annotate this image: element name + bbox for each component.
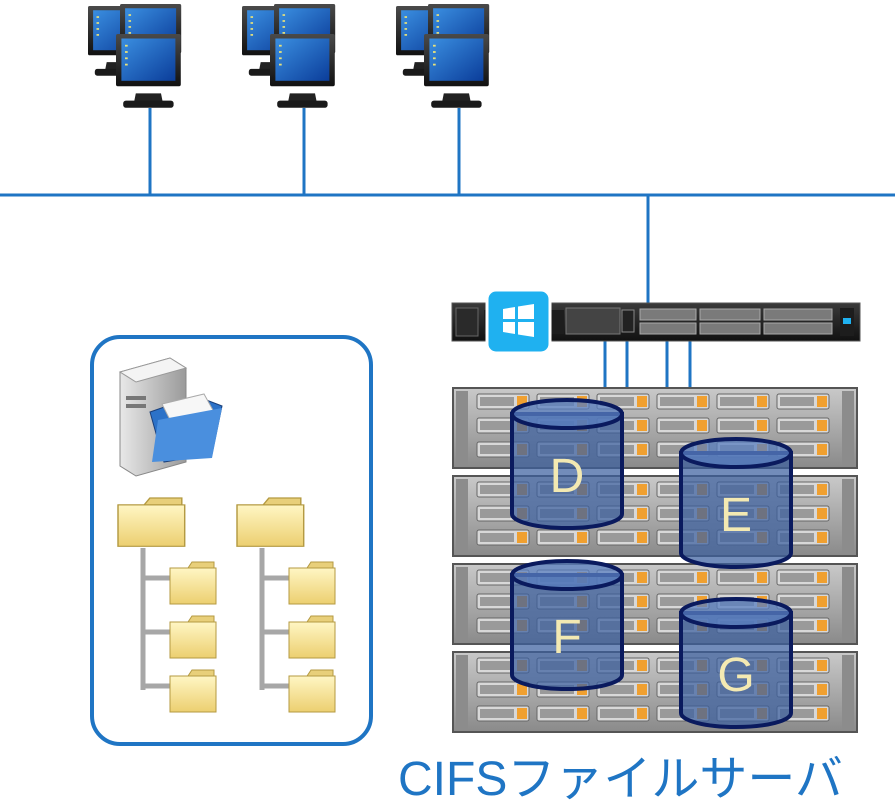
drive-cylinder-icon: F <box>510 559 624 691</box>
desktop-monitor-icon <box>424 34 489 108</box>
folder-icon <box>117 497 186 548</box>
folder-icon <box>169 561 217 605</box>
folder-icon <box>236 497 305 548</box>
client-group-1 <box>88 4 182 108</box>
drive-letter-label: F <box>552 611 581 664</box>
drive-cylinder-icon: G <box>679 597 793 729</box>
desktop-monitor-icon <box>270 34 335 108</box>
folder-icon <box>169 615 217 659</box>
folder-icon <box>288 615 336 659</box>
windows-logo-icon <box>485 288 552 355</box>
file-server-panel <box>90 335 373 746</box>
drive-cylinder-icon: E <box>679 437 793 569</box>
drive-letter-label: G <box>717 649 754 702</box>
network-lines <box>0 108 895 388</box>
drive-cylinders: D E F G <box>510 398 793 729</box>
client-group-2 <box>242 4 336 108</box>
drive-letter-label: E <box>720 489 752 542</box>
folder-icon <box>288 561 336 605</box>
folder-icon <box>288 669 336 713</box>
folder-icon <box>169 669 217 713</box>
client-group-3 <box>396 4 490 108</box>
drive-cylinder-icon: D <box>510 398 624 530</box>
drive-letter-label: D <box>550 450 585 503</box>
desktop-monitor-icon <box>116 34 181 108</box>
file-server-icon <box>118 357 223 477</box>
diagram-caption: CIFSファイルサーバ <box>398 753 843 806</box>
